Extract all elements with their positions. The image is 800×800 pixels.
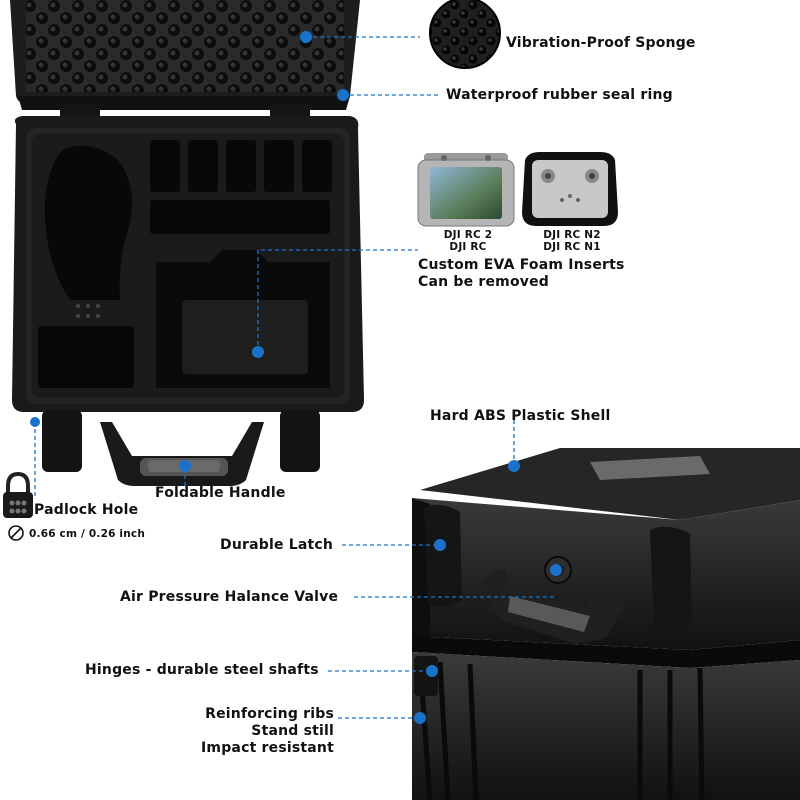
label-padlock-size: 0.66 cm / 0.26 inch [29,528,146,540]
label-ribs-line3: Impact resistant [201,740,334,756]
label-padlock-hole: Padlock Hole [34,502,139,518]
callouts [34,36,556,719]
label-hard-shell: Hard ABS Plastic Shell [430,408,611,424]
lid-foam [26,0,344,92]
label-rc-right: DJI RC N2 DJI RC N1 [532,229,612,253]
diameter-icon [8,525,24,541]
label-hinges: Hinges - durable steel shafts [85,662,319,678]
front-latch-right [280,410,320,472]
label-foam-line1: Custom EVA Foam Inserts [418,257,625,273]
label-foldable-handle: Foldable Handle [155,485,286,501]
callout-dots [30,31,562,724]
open-case-handle [100,422,264,486]
label-foam-inserts: Custom EVA Foam Inserts Can be removed [418,257,625,291]
latch-right [650,526,692,632]
label-rc-left-line2: DJI RC [449,241,487,253]
label-ribs-line2: Stand still [251,723,334,739]
label-rc-right-line2: DJI RC N1 [543,241,601,253]
drone-cutout [44,145,133,300]
label-durable-latch: Durable Latch [220,537,334,553]
label-foam-line2: Can be removed [418,274,550,290]
controller-rcn2 [522,152,618,226]
open-case [10,0,364,486]
closed-case [412,448,800,800]
front-latch-left [42,410,82,472]
label-rc-right-line1: DJI RC N2 [543,229,601,241]
label-vibration-sponge: Vibration-Proof Sponge [506,35,696,51]
padlock-icon [3,471,33,518]
latch-left [424,504,462,608]
controller-rc2 [417,153,515,227]
label-air-valve: Air Pressure Halance Valve [120,589,339,605]
label-seal-ring: Waterproof rubber seal ring [446,87,673,103]
label-ribs-line1: Reinforcing ribs [205,706,334,722]
label-ribs: Reinforcing ribs Stand still Impact resi… [150,706,334,757]
foam-sample-icon [429,0,501,69]
label-rc-left: DJI RC 2 DJI RC [432,229,504,253]
label-rc-left-line1: DJI RC 2 [443,229,493,241]
lid-plate [590,456,710,480]
